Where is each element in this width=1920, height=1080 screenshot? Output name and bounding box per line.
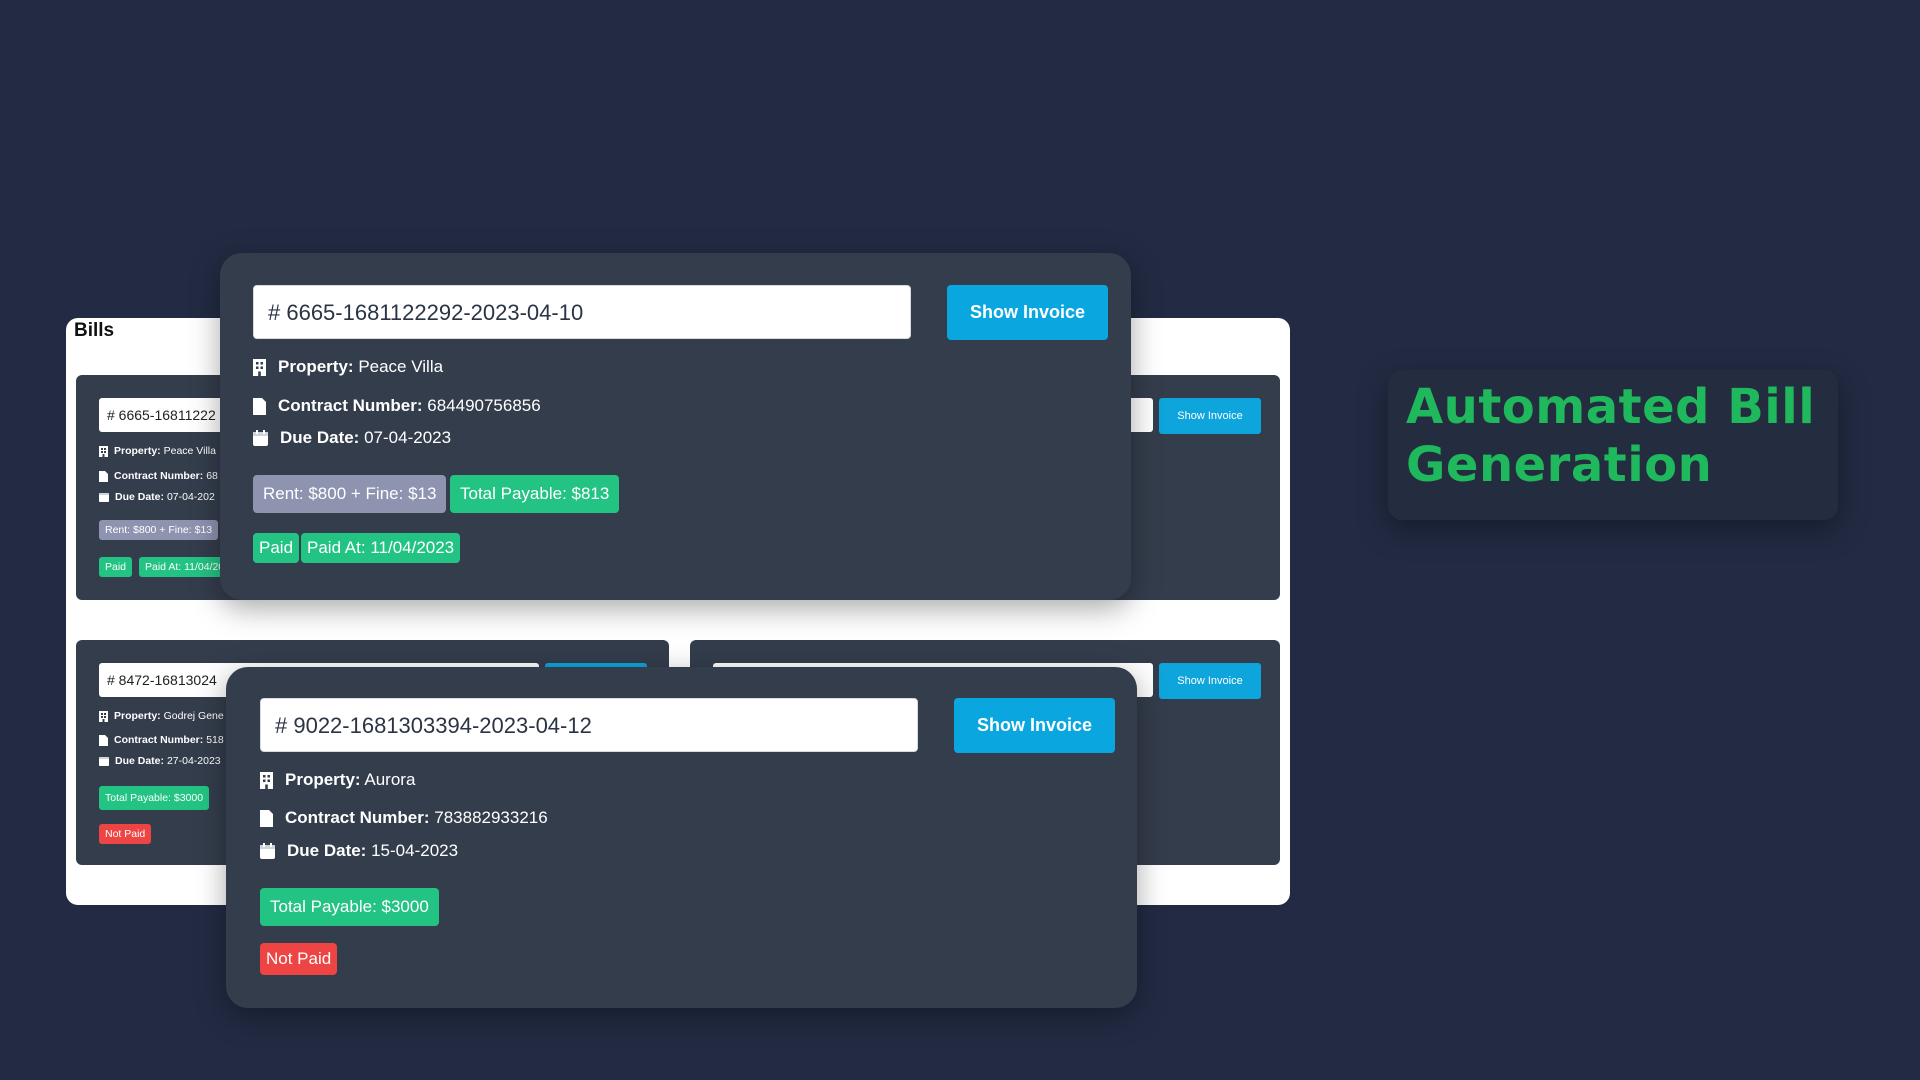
due-value: 27-04-2023 xyxy=(166,755,221,767)
document-icon xyxy=(253,397,266,415)
show-invoice-button[interactable]: Show Invoice xyxy=(947,285,1108,340)
property-label: Property: xyxy=(114,710,161,722)
bill-id-field[interactable]: # 9022-1681303394-2023-04-12 xyxy=(260,698,918,752)
building-icon xyxy=(253,358,266,376)
rent-badge: Rent: $800 + Fine: $13 xyxy=(253,475,447,513)
contract-value: 684490756856 xyxy=(427,396,541,415)
due-label: Due Date: xyxy=(287,841,367,860)
paid-badge: Paid xyxy=(253,533,300,563)
bill-card-zoomed: # 9022-1681303394-2023-04-12 Show Invoic… xyxy=(226,667,1137,1008)
contract-label: Contract Number: xyxy=(285,808,430,827)
calendar-icon xyxy=(260,843,275,859)
paid-at-badge: Paid At: 11/04/2023 xyxy=(301,533,461,563)
contract-row: Contract Number: 783882933216 xyxy=(260,808,548,828)
status-badge: Not Paid xyxy=(99,824,152,844)
paid-at-badge: Paid At: 11/04/202 xyxy=(139,557,237,577)
property-label: Property: xyxy=(114,445,161,457)
due-row: Due Date: 07-04-2023 xyxy=(253,428,451,448)
contract-row: Contract Number: 68 xyxy=(99,470,218,482)
property-value: Peace Villa xyxy=(358,357,444,376)
due-label: Due Date: xyxy=(115,491,165,503)
due-row: Due Date: 27-04-2023 xyxy=(99,755,221,767)
contract-row: Contract Number: 684490756856 xyxy=(253,396,541,416)
feature-callout: Automated Bill Generation xyxy=(1388,370,1838,520)
property-value: Godrej Gene xyxy=(163,710,224,722)
rent-badge: Rent: $800 + Fine: $13 xyxy=(99,520,219,540)
property-row: Property: Peace Villa xyxy=(99,445,216,457)
building-icon xyxy=(260,771,273,789)
property-row: Property: Peace Villa xyxy=(253,357,443,377)
total-payable-badge: Total Payable: $813 xyxy=(450,475,620,513)
property-row: Property: Aurora xyxy=(260,770,415,790)
document-icon xyxy=(99,734,108,746)
due-value: 07-04-202 xyxy=(166,491,215,503)
contract-label: Contract Number: xyxy=(114,470,204,482)
status-badge: Not Paid xyxy=(260,943,338,975)
document-icon xyxy=(260,809,273,827)
calendar-icon xyxy=(99,756,109,766)
due-row: Due Date: 15-04-2023 xyxy=(260,841,458,861)
contract-value: 783882933216 xyxy=(434,808,548,827)
property-label: Property: xyxy=(285,770,361,789)
contract-value: 68 xyxy=(206,470,218,482)
contract-label: Contract Number: xyxy=(114,734,204,746)
due-label: Due Date: xyxy=(115,755,165,767)
paid-badge: Paid xyxy=(99,557,133,577)
property-value: Aurora xyxy=(364,770,416,789)
total-payable-badge: Total Payable: $3000 xyxy=(260,888,439,926)
bills-title: Bills xyxy=(74,320,115,341)
show-invoice-button[interactable]: Show Invoice xyxy=(1159,398,1261,434)
contract-label: Contract Number: xyxy=(278,396,423,415)
due-label: Due Date: xyxy=(280,428,360,447)
building-icon xyxy=(99,445,108,457)
due-value: 07-04-2023 xyxy=(364,428,452,447)
contract-value: 518 xyxy=(206,734,224,746)
due-row: Due Date: 07-04-202 xyxy=(99,491,215,503)
contract-row: Contract Number: 518 xyxy=(99,734,224,746)
feature-title: Automated Bill Generation xyxy=(1406,379,1816,493)
calendar-icon xyxy=(99,492,109,502)
document-icon xyxy=(99,470,108,482)
property-row: Property: Godrej Gene xyxy=(99,710,224,722)
calendar-icon xyxy=(253,430,268,446)
due-value: 15-04-2023 xyxy=(371,841,459,860)
property-label: Property: xyxy=(278,357,354,376)
show-invoice-button[interactable]: Show Invoice xyxy=(1159,663,1261,699)
bill-id-field[interactable]: # 6665-1681122292-2023-04-10 xyxy=(253,285,911,339)
property-value: Peace Villa xyxy=(163,445,216,457)
show-invoice-button[interactable]: Show Invoice xyxy=(954,698,1115,753)
bill-card-zoomed: # 6665-1681122292-2023-04-10 Show Invoic… xyxy=(220,253,1131,600)
total-payable-badge: Total Payable: $3000 xyxy=(99,786,210,810)
building-icon xyxy=(99,710,108,722)
